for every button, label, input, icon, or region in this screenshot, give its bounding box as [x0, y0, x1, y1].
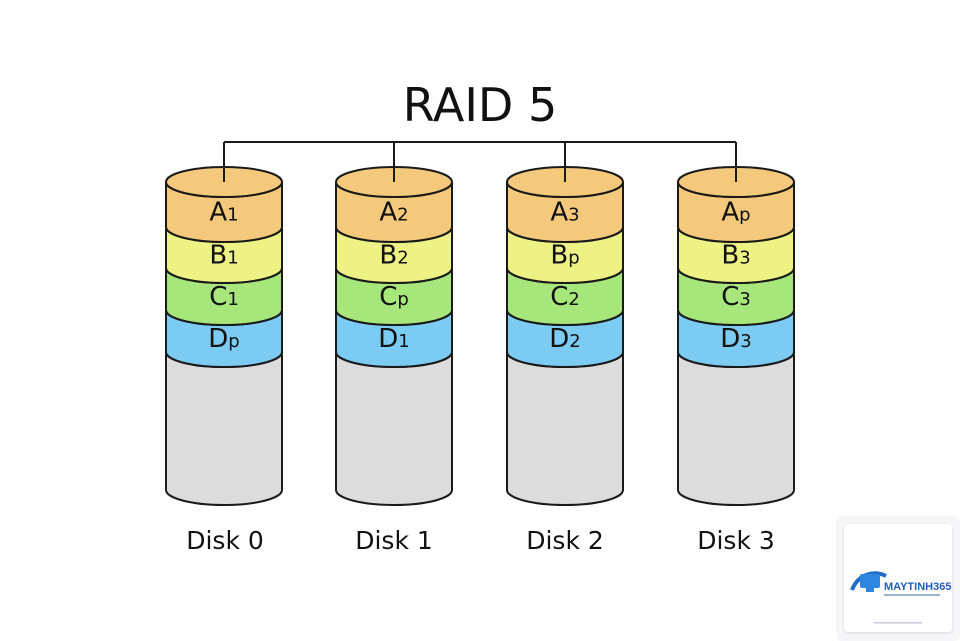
block-label-1-0: A2: [379, 198, 408, 228]
watermark-card: MAYTINH365: [836, 516, 960, 641]
block-label-3-1: B3: [721, 241, 750, 271]
monitor-swoosh-icon: MAYTINH365: [850, 571, 951, 624]
disk-label-0: Disk 0: [186, 526, 264, 555]
block-label-2-1: Bp: [550, 241, 579, 271]
disk-body-0: [165, 351, 283, 506]
disk-body-2: [506, 351, 624, 506]
block-label-0-1: B1: [209, 241, 238, 271]
block-label-1-1: B2: [379, 241, 408, 271]
block-label-3-2: C3: [721, 282, 751, 312]
disk-body-1: [335, 351, 453, 506]
watermark-logo: MAYTINH365: [844, 524, 952, 632]
block-label-1-3: D1: [378, 324, 409, 354]
watermark-brand: MAYTINH365: [884, 581, 951, 593]
diagram-title: RAID 5: [402, 78, 558, 132]
disk-label-2: Disk 2: [526, 526, 604, 555]
block-label-2-3: D2: [549, 324, 580, 354]
block-label-2-2: C2: [550, 282, 580, 312]
block-label-3-3: D3: [720, 324, 751, 354]
block-label-0-3: Dp: [208, 324, 239, 354]
block-label-0-2: C1: [209, 282, 239, 312]
disk-body-3: [677, 351, 795, 506]
disk-label-3: Disk 3: [697, 526, 775, 555]
block-label-1-2: Cp: [379, 282, 409, 312]
disk-label-1: Disk 1: [355, 526, 433, 555]
block-label-3-0: Ap: [721, 198, 750, 228]
block-label-0-0: A1: [209, 198, 238, 228]
block-label-2-0: A3: [550, 198, 579, 228]
